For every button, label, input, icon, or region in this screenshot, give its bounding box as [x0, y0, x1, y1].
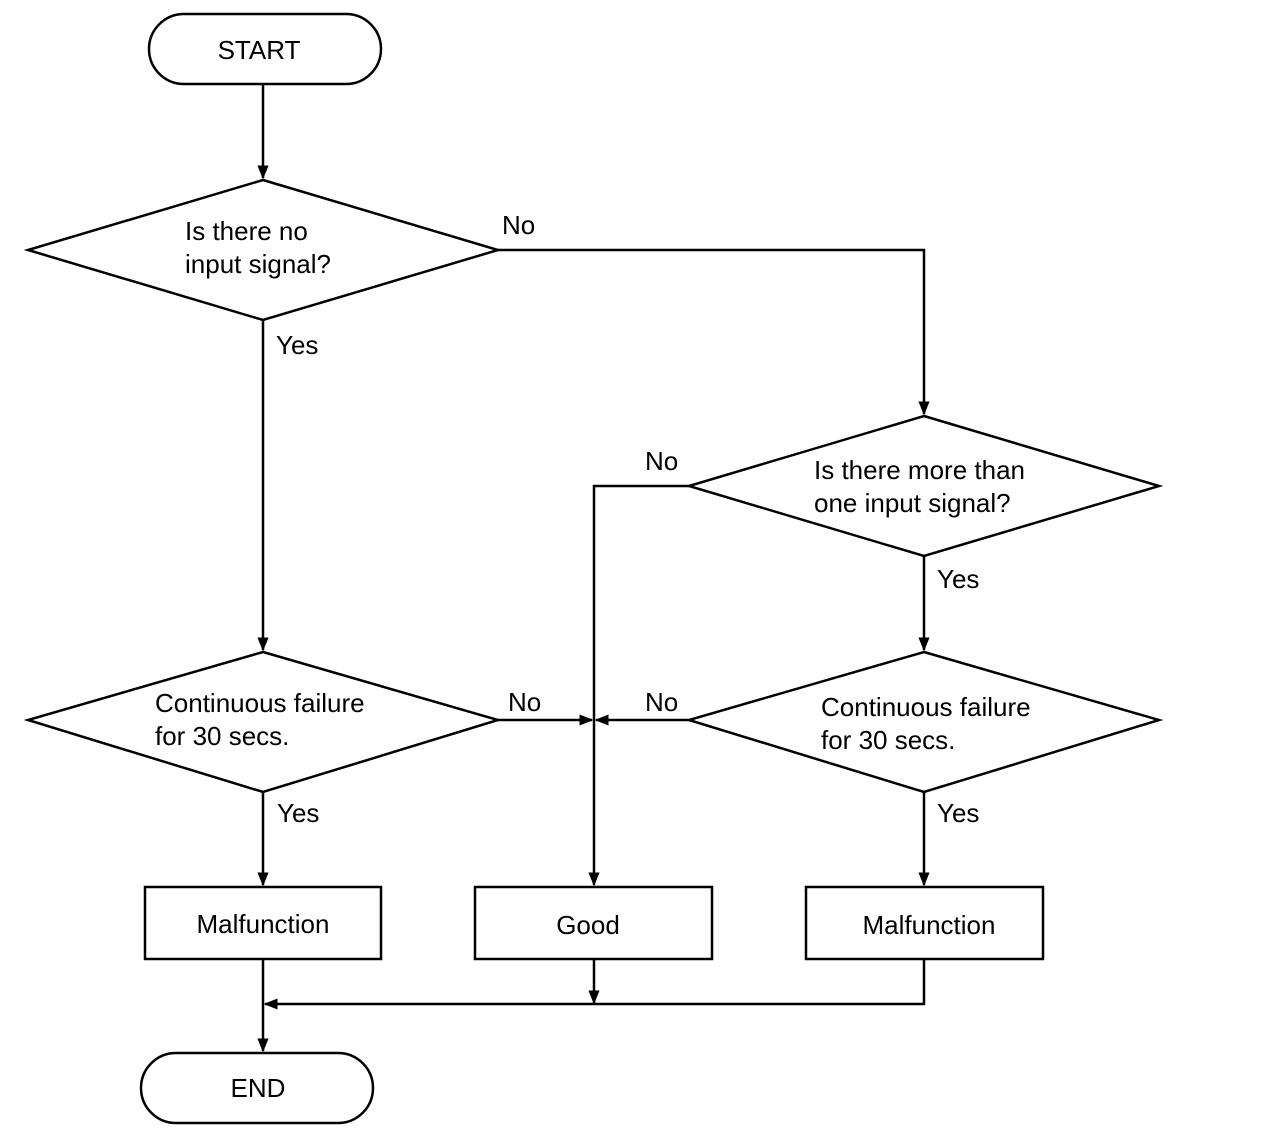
decision-more-than-one-line2: one input signal?: [814, 488, 1011, 518]
malfunction-right-label: Malfunction: [863, 910, 996, 940]
label-continuous-left-no: No: [508, 687, 541, 717]
edge-no-input-no: [498, 248, 930, 416]
decision-continuous-failure-right: Continuous failure for 30 secs.: [684, 650, 1164, 794]
malfunction-left-label: Malfunction: [197, 909, 330, 939]
start-label: START: [218, 35, 301, 65]
decision-continuous-left-line2: for 30 secs.: [155, 721, 289, 751]
label-continuous-left-yes: Yes: [277, 798, 319, 828]
edge-labels: No Yes No Yes No No Yes Yes: [276, 210, 979, 828]
decision-continuous-failure-left: Continuous failure for 30 secs.: [23, 650, 503, 794]
label-continuous-right-yes: Yes: [937, 798, 979, 828]
label-no-input-no: No: [502, 210, 535, 240]
decision-no-input-line2: input signal?: [185, 249, 331, 279]
start-terminal: START: [147, 12, 383, 86]
malfunction-box-left: Malfunction: [143, 885, 383, 961]
label-continuous-right-no: No: [645, 687, 678, 717]
decision-no-input-line1: Is there no: [185, 216, 308, 246]
decision-continuous-right-line1: Continuous failure: [821, 692, 1031, 722]
good-label: Good: [556, 910, 620, 940]
edge-malfunction-right-merge: [263, 959, 926, 1010]
edge-more-than-one-no: [588, 484, 689, 887]
decision-continuous-left-line1: Continuous failure: [155, 688, 365, 718]
decision-more-than-one-input: Is there more than one input signal?: [684, 414, 1164, 558]
label-more-than-one-yes: Yes: [937, 564, 979, 594]
good-box: Good: [473, 885, 714, 961]
connectors: [257, 84, 930, 1053]
end-terminal: END: [139, 1051, 375, 1125]
decision-more-than-one-line1: Is there more than: [814, 455, 1025, 485]
end-label: END: [231, 1073, 286, 1103]
label-more-than-one-no: No: [645, 446, 678, 476]
decision-continuous-right-line2: for 30 secs.: [821, 725, 955, 755]
malfunction-box-right: Malfunction: [804, 885, 1045, 961]
label-no-input-yes: Yes: [276, 330, 318, 360]
decision-no-input-signal: Is there no input signal?: [23, 178, 503, 322]
